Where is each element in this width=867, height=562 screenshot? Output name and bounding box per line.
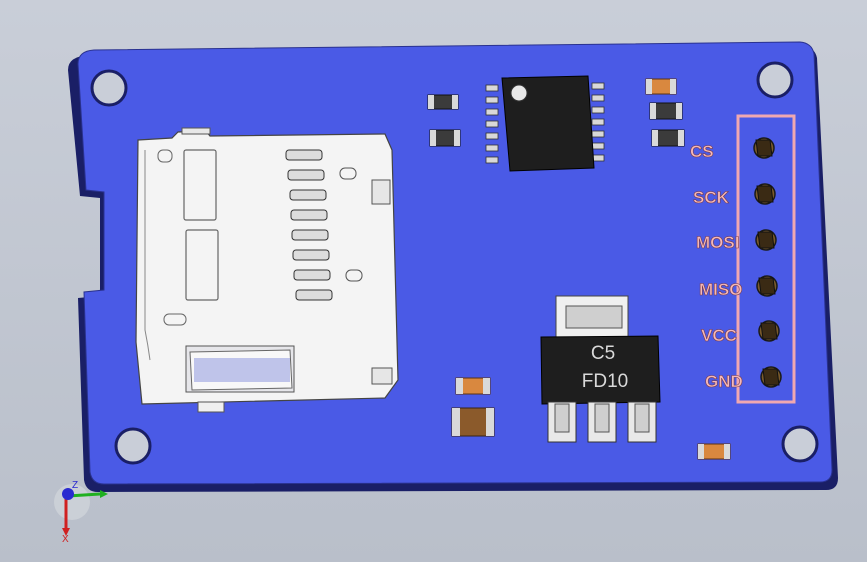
smd-resistor bbox=[651, 129, 685, 147]
mounting-hole bbox=[114, 427, 152, 465]
header-pin bbox=[755, 229, 777, 251]
header-pin bbox=[756, 275, 778, 297]
smd-resistor bbox=[427, 94, 459, 110]
smd-resistor bbox=[429, 129, 461, 147]
header-pin bbox=[753, 137, 775, 159]
pin-label-sck: SCK bbox=[693, 188, 730, 207]
header-pin bbox=[754, 183, 776, 205]
pin-label-mosi: MOSI bbox=[696, 233, 739, 252]
orientation-triad: Z X bbox=[54, 480, 108, 545]
header-pin bbox=[758, 320, 780, 342]
mounting-hole bbox=[756, 61, 794, 99]
pin-label-miso: MISO bbox=[699, 280, 742, 299]
pin-label-gnd: GND bbox=[705, 372, 743, 391]
regulator-marking-line2: FD10 bbox=[582, 371, 628, 392]
mounting-hole bbox=[90, 69, 128, 107]
sd-card-socket bbox=[135, 127, 399, 413]
smd-capacitor bbox=[697, 443, 731, 460]
smd-capacitor bbox=[455, 377, 491, 395]
smd-resistor bbox=[649, 102, 683, 120]
pin-label-vcc: VCC bbox=[701, 326, 737, 345]
axis-z-label: Z bbox=[72, 480, 78, 491]
smd-capacitor bbox=[645, 78, 677, 95]
axis-x-label: X bbox=[62, 534, 69, 545]
header-pin bbox=[760, 366, 782, 388]
mounting-hole bbox=[781, 425, 819, 463]
pin-header bbox=[736, 114, 796, 404]
pin-label-cs: CS bbox=[690, 142, 714, 161]
voltage-regulator: C5 FD10 bbox=[540, 295, 661, 443]
pin1-marker-icon bbox=[510, 84, 528, 102]
regulator-marking-line1: C5 bbox=[591, 343, 615, 364]
ic-chip bbox=[485, 75, 605, 172]
tantalum-capacitor bbox=[451, 407, 495, 437]
